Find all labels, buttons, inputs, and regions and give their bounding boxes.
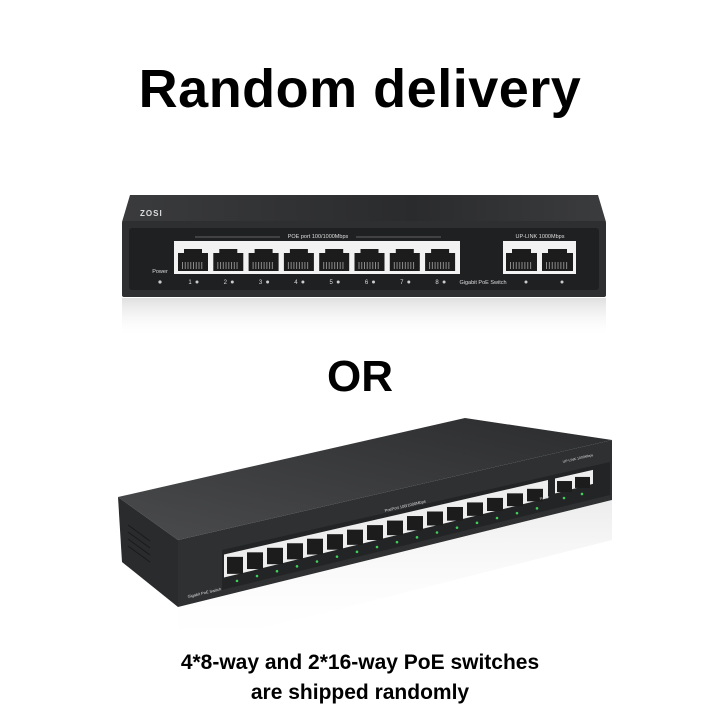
port-number: 6 — [365, 280, 369, 286]
poe-port-label: POE port 100/1000Mbps — [288, 234, 349, 240]
uplink-led — [562, 496, 566, 500]
poe-port-6 — [327, 534, 343, 550]
poe-port-1 — [227, 556, 243, 574]
poe-port-7 — [347, 529, 363, 545]
caption-line-2: are shipped randomly — [250, 681, 470, 704]
caption-line-1: 4*8-way and 2*16-way PoE switches — [180, 651, 540, 674]
port-led — [515, 511, 519, 515]
uplink-label: UP-LINK 1000Mbps — [516, 234, 565, 240]
uplink-led — [580, 492, 584, 496]
poe-port-9 — [387, 520, 403, 536]
port-number: 5 — [330, 280, 334, 286]
poe-port-10 — [407, 516, 423, 531]
switch-8-port: ZOSI POE port 100/1000Mbps UP-LINK 1000M… — [122, 195, 606, 338]
port-number: 7 — [400, 280, 404, 286]
port-led — [266, 280, 270, 284]
poe-port-2 — [247, 552, 263, 570]
uplink-port-2 — [542, 249, 573, 271]
power-label-16: Power — [539, 495, 550, 501]
poe-port-4 — [287, 543, 303, 560]
port-led — [535, 507, 539, 510]
port-led — [235, 579, 239, 583]
or-separator: OR — [327, 352, 393, 401]
port-led — [475, 521, 479, 525]
port-led — [407, 280, 411, 284]
port-led — [455, 526, 459, 529]
poe-port-12 — [447, 506, 463, 521]
headline-title: Random delivery — [138, 59, 582, 119]
port-led — [255, 574, 259, 578]
port-number: 8 — [435, 280, 439, 286]
poe-port-4 — [283, 249, 314, 271]
port-led — [301, 280, 305, 284]
port-led — [295, 565, 299, 568]
port-led — [195, 280, 199, 284]
power-label: Power — [152, 269, 168, 275]
port-led — [355, 550, 359, 554]
uplink-port-1 — [506, 249, 537, 271]
port-led — [375, 545, 379, 549]
poe-port-3 — [248, 249, 279, 271]
poe-port-8 — [425, 249, 456, 271]
port-led — [395, 540, 399, 544]
port-led — [335, 555, 339, 558]
poe-port-2 — [213, 249, 244, 271]
port-led — [315, 560, 319, 563]
poe-port-3 — [267, 547, 283, 565]
port-number: 3 — [259, 280, 263, 286]
port-number: 4 — [294, 280, 298, 286]
port-number: 1 — [188, 280, 192, 286]
poe-port-6 — [354, 249, 385, 271]
poe-port-11 — [427, 511, 443, 526]
port-led — [275, 569, 279, 573]
poe-port-1 — [178, 249, 208, 271]
power-led — [158, 280, 162, 284]
poe-port-7 — [389, 249, 420, 271]
poe-port-8 — [367, 525, 383, 541]
poe-port-13 — [467, 502, 483, 516]
brand-logo: ZOSI — [140, 209, 163, 218]
port-led — [230, 280, 234, 284]
uplink-port-2 — [575, 476, 590, 488]
poe-port-16 — [527, 488, 543, 502]
port-led — [336, 280, 340, 284]
port-led — [495, 516, 499, 520]
port-led — [435, 531, 439, 534]
poe-port-14 — [487, 497, 503, 511]
switch-16-port: Gigabit PoE Switch PoePort 100/1000Mbps … — [118, 418, 612, 650]
poe-port-5 — [319, 249, 350, 271]
port-led — [415, 536, 419, 539]
poe-port-15 — [507, 493, 523, 507]
port-led — [372, 280, 375, 284]
uplink-led — [524, 280, 528, 284]
port-led — [442, 280, 446, 284]
port-number: 2 — [224, 280, 228, 286]
model-label: Gigabit PoE Switch — [459, 280, 506, 286]
uplink-port-1 — [557, 481, 572, 493]
caption: 4*8-way and 2*16-way PoE switches are sh… — [0, 648, 720, 708]
poe-port-5 — [307, 538, 323, 555]
uplink-led — [560, 280, 564, 284]
uplink-label-16: UP-LINK 1000Mbps — [562, 453, 593, 464]
